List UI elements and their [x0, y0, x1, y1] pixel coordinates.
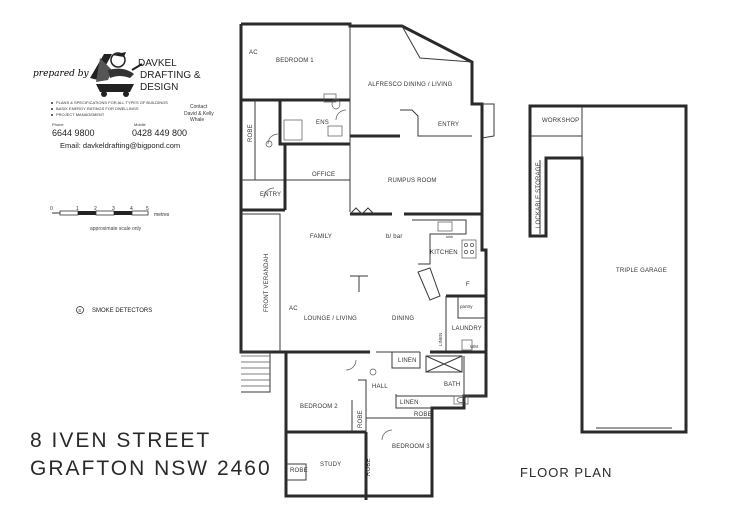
scale-bar: 0 1 2 3 4 5 metres approximate scale onl…: [50, 206, 170, 232]
company-name-line3: DESIGN: [140, 82, 178, 93]
company-name-line2: DRAFTING &: [140, 70, 201, 81]
prepared-by-label: prepared by: [33, 69, 90, 79]
address-line-1: 8 IVEN STREET: [30, 429, 211, 452]
phone-number: 6644 9800: [52, 128, 95, 138]
scale-unit: metres: [154, 212, 170, 218]
label-bedroom-3: BEDROOM 3: [392, 444, 430, 450]
scale-tick-1: 1: [76, 206, 79, 212]
label-robe-1: ROBE: [248, 124, 254, 142]
contact-label: Contact: [190, 104, 208, 110]
label-robe-4: ROBE: [290, 468, 308, 474]
label-ac-2: AC: [289, 306, 298, 312]
label-rumpus-room: RUMPUS ROOM: [388, 178, 437, 184]
phone-label: Phone: [52, 122, 64, 127]
company-branding: prepared by DAVKEL DRAFTING & DESIGN PLA…: [33, 52, 214, 150]
mobile-label: Mobile: [134, 122, 147, 127]
label-robe-5: ROBE: [366, 458, 372, 476]
label-kitchen: KITCHEN: [430, 250, 458, 256]
label-lockable-storage: LOCKABLE STORAGE: [536, 162, 542, 228]
label-office: OFFICE: [312, 172, 335, 178]
label-robe-2: ROBE: [414, 412, 432, 418]
label-study: STUDY: [320, 462, 341, 468]
scale-tick-3: 3: [112, 206, 115, 212]
label-bedroom-2: BEDROOM 2: [300, 404, 338, 410]
contact-name-1: David & Kelly: [184, 111, 214, 117]
label-fridge: F: [466, 282, 470, 288]
service-line-3: PROJECT MANAGEMENT: [56, 112, 105, 117]
label-linen-1: LINEN: [398, 358, 417, 364]
scale-tick-2: 2: [94, 206, 97, 212]
garage-plan: [528, 104, 688, 434]
legend-symbol: S: [78, 308, 81, 313]
label-sink: sink: [446, 234, 453, 239]
company-name-line1: DAVKEL: [138, 58, 177, 69]
smoke-detector-icon: [76, 306, 84, 314]
room-labels: BEDROOM 1 AC ALFRESCO DINING / LIVING EN…: [248, 50, 667, 476]
label-linen-2: LINEN: [400, 400, 419, 406]
label-entry-rear: ENTRY: [438, 122, 459, 128]
label-triple-garage: TRIPLE GARAGE: [616, 268, 667, 274]
label-lounge-living: LOUNGE / LIVING: [304, 316, 357, 322]
label-wm: WM: [470, 344, 478, 349]
service-line-2: BASIX ENERGY RATINGS FOR DWELLINGS: [56, 106, 139, 111]
label-ensuite: ENS: [316, 120, 329, 126]
label-bath: BATH: [444, 382, 460, 388]
label-laundry: LAUNDRY: [452, 326, 482, 332]
label-family: FAMILY: [310, 234, 332, 240]
label-robe-3: ROBE: [358, 410, 364, 428]
label-ac-1: AC: [249, 50, 258, 56]
scale-tick-4: 4: [130, 206, 133, 212]
email-address: Email: davkeldrafting@bigpond.com: [60, 141, 180, 150]
smoke-detector-icon: [369, 368, 377, 376]
property-address: 8 IVEN STREET GRAFTON NSW 2460: [30, 429, 272, 480]
label-linen-small: LINEN: [438, 333, 443, 346]
label-hall: HALL: [372, 384, 388, 390]
contact-name-2: Whale: [190, 117, 204, 123]
scale-tick-0: 0: [50, 206, 53, 212]
label-bedroom-1: BEDROOM 1: [276, 58, 314, 64]
label-pantry: pantry: [460, 304, 473, 309]
mobile-number: 0428 449 800: [132, 128, 187, 138]
label-bar: b/ bar: [386, 234, 403, 240]
label-entry-front: ENTRY: [260, 192, 281, 198]
house-plan: [239, 22, 495, 500]
smoke-detector-icon: [265, 140, 273, 148]
scale-tick-5: 5: [146, 206, 149, 212]
plan-title: FLOOR PLAN: [520, 465, 612, 480]
scale-note: approximate scale only: [90, 226, 142, 232]
label-front-verandah: FRONT VERANDAH: [264, 254, 270, 312]
service-line-1: PLANS & SPECIFICATIONS FOR ALL TYPES OF …: [56, 100, 168, 105]
legend-label: SMOKE DETECTORS: [92, 308, 152, 314]
label-alfresco: ALFRESCO DINING / LIVING: [368, 82, 453, 88]
label-workshop: WORKSHOP: [542, 118, 579, 124]
label-dining: DINING: [392, 316, 414, 322]
company-logo-icon: [90, 52, 143, 97]
address-line-2: GRAFTON NSW 2460: [30, 457, 272, 480]
smoke-detector-legend: S SMOKE DETECTORS: [76, 306, 152, 314]
